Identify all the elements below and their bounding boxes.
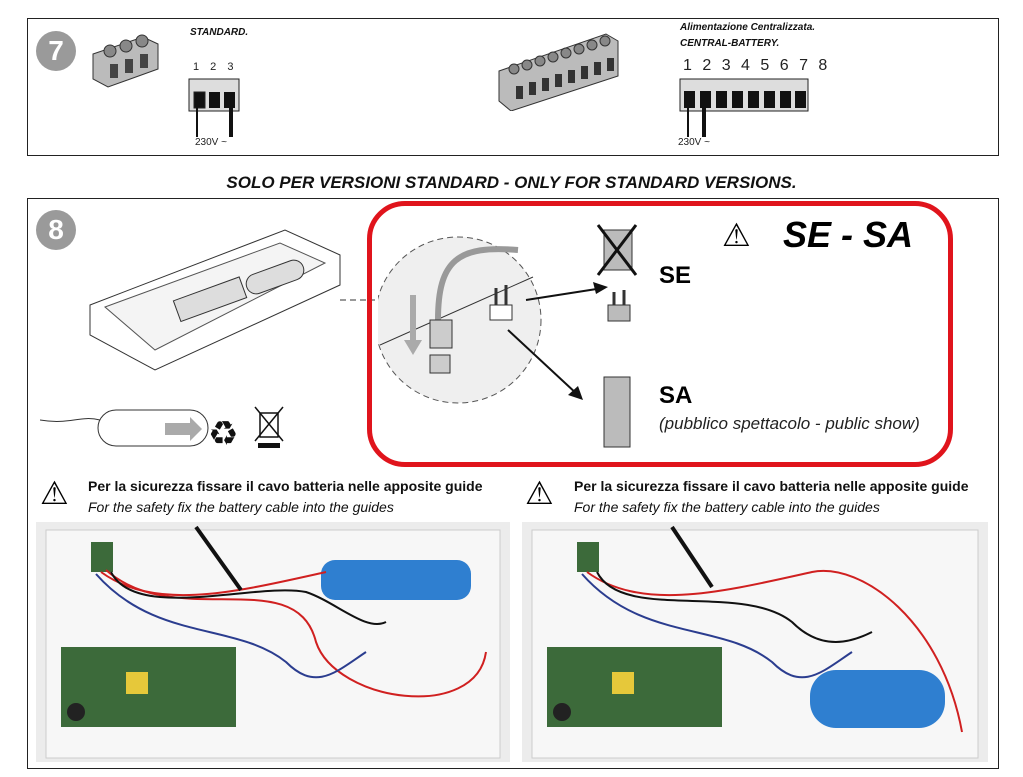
central-terminal-diagram <box>679 78 809 137</box>
se-sa-callout <box>367 201 953 467</box>
recycle-icon: ♻ <box>208 415 238 453</box>
central-label-italian: Alimentazione Centralizzata. <box>680 22 816 33</box>
standard-terminal-numbers: 1 2 3 <box>193 61 238 73</box>
warning-english-right: For the safety fix the battery cable int… <box>574 499 880 515</box>
warning-icon-right: ⚠ <box>525 475 554 511</box>
step-7-badge: 7 <box>36 31 76 71</box>
section-title: SOLO PER VERSIONI STANDARD - ONLY FOR ST… <box>226 173 797 192</box>
warning-italian-left: Per la sicurezza fissare il cavo batteri… <box>88 478 483 494</box>
warning-italian-right: Per la sicurezza fissare il cavo batteri… <box>574 478 969 494</box>
arrow-down-icon <box>404 295 422 355</box>
central-terminal-numbers: 1 2 3 4 5 6 7 8 <box>683 57 831 74</box>
battery-disposal-diagram: ♻ <box>40 406 284 453</box>
weee-bin-icon <box>254 406 284 442</box>
jumper-installed-icon <box>603 376 631 448</box>
standard-terminal-diagram <box>188 78 240 137</box>
warning-icon: ⚠ <box>722 217 751 253</box>
sa-label: SA <box>659 382 693 409</box>
terminal-block-3-image <box>92 34 159 88</box>
photo-battery-wiring-right <box>522 522 988 762</box>
standard-label: STANDARD. <box>190 27 249 38</box>
standard-voltage: 230V ~ <box>195 137 227 148</box>
step-7-panel: 7 STANDARD. 1 2 3 230V ~ Alimentazione C… <box>27 18 999 156</box>
step-8-panel <box>27 198 999 769</box>
warning-english-left: For the safety fix the battery cable int… <box>88 499 394 515</box>
step-8-badge: 8 <box>36 210 76 250</box>
central-label-english: CENTRAL-BATTERY. <box>680 38 780 49</box>
se-label: SE <box>659 262 692 289</box>
sa-note: (pubblico spettacolo - public show) <box>659 414 920 433</box>
arrow-right-icon <box>165 417 202 441</box>
warning-icon-left: ⚠ <box>40 475 69 511</box>
central-voltage: 230V ~ <box>678 137 710 148</box>
se-sa-title: SE - SA <box>783 214 914 255</box>
connector-zoom-diagram <box>378 224 638 448</box>
terminal-block-8-image <box>498 33 619 111</box>
housing-exploded-diagram <box>89 229 375 371</box>
photo-battery-wiring-left <box>36 522 510 762</box>
